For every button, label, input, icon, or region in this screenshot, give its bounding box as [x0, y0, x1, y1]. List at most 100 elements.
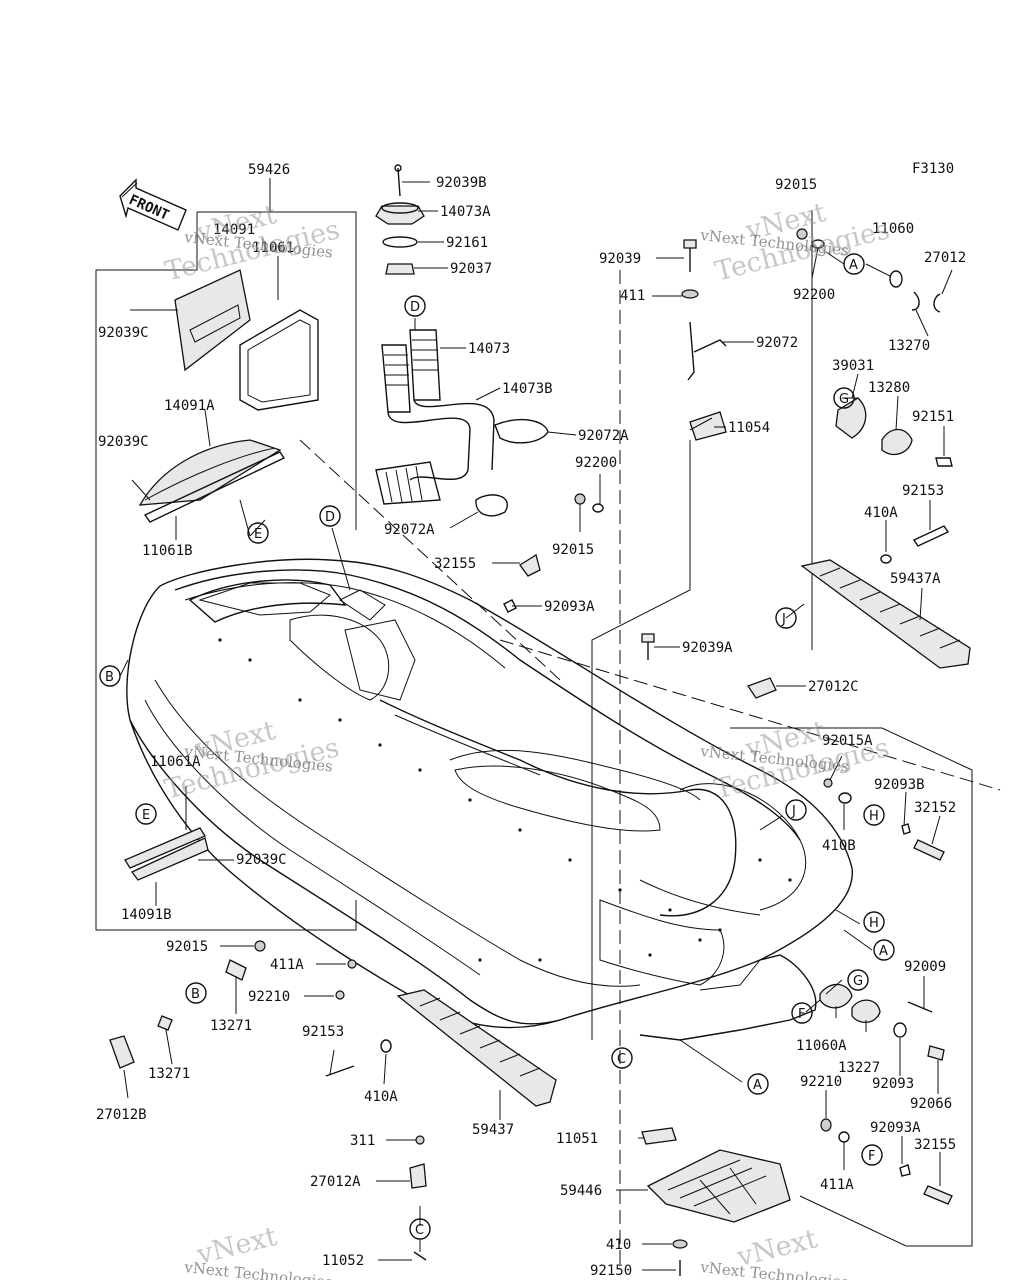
part-label-410: 410: [606, 1237, 631, 1253]
reference-markers: [99, 253, 895, 1240]
part-label-14091B: 14091B: [121, 907, 172, 923]
ref-J-hull: J: [791, 804, 796, 819]
part-label-14091A: 14091A: [164, 398, 215, 414]
rear-fittings: [641, 778, 953, 1276]
ref-G-hull: G: [853, 974, 863, 989]
part-label-92039C-c: 92039C: [236, 852, 287, 868]
part-label-11061A: 11061A: [150, 754, 201, 770]
ref-A-lower: A: [753, 1078, 762, 1093]
ref-A-hull: A: [879, 944, 888, 959]
lower-left-parts: [109, 940, 557, 1261]
part-label-59426: 59426: [248, 162, 290, 178]
part-label-32152: 32152: [914, 800, 956, 816]
part-label-410A-b: 410A: [364, 1089, 398, 1105]
figure-code: F3130: [912, 161, 954, 177]
part-label-92161: 92161: [446, 235, 488, 251]
reference-letters: A G D E D B J J H E H A G F C A B F C: [105, 258, 888, 1238]
ref-D-upper: D: [410, 300, 420, 315]
ref-C-hull: C: [617, 1052, 626, 1067]
part-label-92200-a: 92200: [575, 455, 617, 471]
part-label-92153-a: 92153: [902, 483, 944, 499]
part-label-92009: 92009: [904, 959, 946, 975]
part-label-92093: 92093: [872, 1076, 914, 1092]
part-label-11054: 11054: [728, 420, 770, 436]
ref-D-hull: D: [325, 510, 335, 525]
part-label-14091: 14091: [213, 222, 255, 238]
hatch-cover-parts: [124, 269, 319, 881]
part-label-411A-b: 411A: [820, 1177, 854, 1193]
watermark-caption: vNext Technologies: [183, 1258, 334, 1280]
part-label-92039: 92039: [599, 251, 641, 267]
part-label-92093A-a: 92093A: [544, 599, 595, 615]
part-label-92072A-a: 92072A: [578, 428, 629, 444]
part-label-92015-a: 92015: [552, 542, 594, 558]
steering-parts: [503, 228, 971, 699]
part-label-11061B: 11061B: [142, 543, 193, 559]
ref-G-upper: G: [839, 392, 849, 407]
part-label-311: 311: [350, 1133, 375, 1149]
ref-E-upper: E: [254, 527, 262, 542]
part-label-11060A: 11060A: [796, 1038, 847, 1054]
part-label-11052: 11052: [322, 1253, 364, 1269]
part-label-92210-b: 92210: [248, 989, 290, 1005]
ref-B-hull: B: [105, 670, 114, 685]
part-label-13280: 13280: [868, 380, 910, 396]
part-label-92151: 92151: [912, 409, 954, 425]
part-label-92066: 92066: [910, 1096, 952, 1112]
part-label-13271-b: 13271: [148, 1066, 190, 1082]
front-arrow-label: FRONT: [126, 192, 171, 224]
ref-C-lower: C: [415, 1223, 424, 1238]
front-arrow-icon: FRONT: [119, 178, 187, 231]
part-label-13271-a: 13271: [210, 1018, 252, 1034]
part-label-92200-b: 92200: [793, 287, 835, 303]
group-frames: [95, 210, 973, 1247]
part-label-13227: 13227: [838, 1060, 880, 1076]
part-label-92039C-b: 92039C: [98, 434, 149, 450]
part-label-59446: 59446: [560, 1183, 602, 1199]
ref-B-lower: B: [191, 987, 200, 1002]
part-labels: 59426 14091 11061 92039C 14091A 92039C 1…: [96, 162, 966, 1279]
part-label-92039B: 92039B: [436, 175, 487, 191]
part-label-27012: 27012: [924, 250, 966, 266]
ref-J-upper: J: [781, 612, 786, 627]
part-label-92072: 92072: [756, 335, 798, 351]
part-label-13270: 13270: [888, 338, 930, 354]
part-label-14073A: 14073A: [440, 204, 491, 220]
part-label-11061: 11061: [252, 240, 294, 256]
part-label-14073B: 14073B: [502, 381, 553, 397]
ref-F-lower: F: [868, 1149, 875, 1164]
part-label-11051: 11051: [556, 1131, 598, 1147]
part-label-92093A-b: 92093A: [870, 1120, 921, 1136]
part-label-92153-b: 92153: [302, 1024, 344, 1040]
part-label-410A-a: 410A: [864, 505, 898, 521]
part-label-59437: 59437: [472, 1122, 514, 1138]
part-label-411A-a: 411A: [270, 957, 304, 973]
part-label-11060: 11060: [872, 221, 914, 237]
part-label-92210-a: 92210: [800, 1074, 842, 1090]
part-label-14073: 14073: [468, 341, 510, 357]
part-label-32155-a: 32155: [434, 556, 476, 572]
part-label-92093B: 92093B: [874, 777, 925, 793]
ref-E-lower: E: [142, 808, 150, 823]
part-label-411: 411: [620, 288, 645, 304]
part-label-410B: 410B: [822, 838, 856, 854]
ref-A-upper: A: [849, 258, 858, 273]
part-label-92039C-a: 92039C: [98, 325, 149, 341]
part-label-92039A: 92039A: [682, 640, 733, 656]
ref-F-hull: F: [798, 1007, 805, 1022]
part-label-92015-b: 92015: [775, 177, 817, 193]
center-lines: [299, 270, 1001, 1270]
part-label-27012C: 27012C: [808, 679, 859, 695]
part-label-92015-c: 92015: [166, 939, 208, 955]
part-label-27012B: 27012B: [96, 1107, 147, 1123]
part-label-27012A: 27012A: [310, 1174, 361, 1190]
leader-lines: [119, 178, 953, 1271]
duct-hose-parts: [375, 164, 549, 517]
part-label-92037: 92037: [450, 261, 492, 277]
part-label-92015A: 92015A: [822, 733, 873, 749]
part-label-92150: 92150: [590, 1263, 632, 1279]
ref-H-upper: H: [869, 809, 879, 824]
part-label-32155-b: 32155: [914, 1137, 956, 1153]
part-label-39031: 39031: [832, 358, 874, 374]
